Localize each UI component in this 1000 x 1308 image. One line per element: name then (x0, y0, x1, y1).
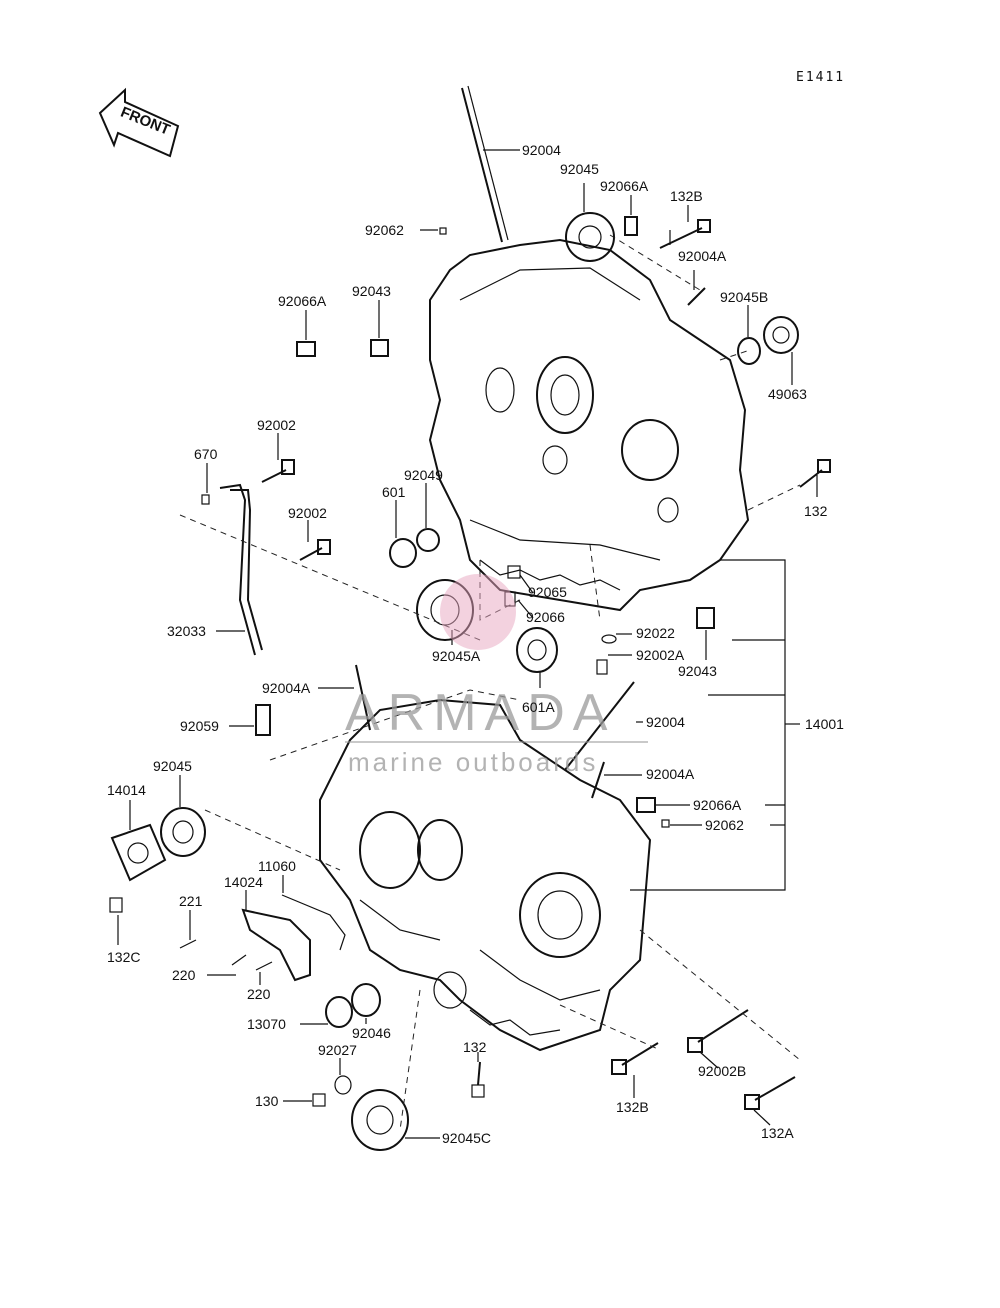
label-92066A-low: 92066A (693, 797, 742, 813)
label-92066: 92066 (526, 609, 565, 625)
diagram-code: E1411 (796, 70, 845, 85)
label-32033: 32033 (167, 623, 206, 639)
label-92045C: 92045C (442, 1130, 491, 1146)
label-92002A: 92002A (636, 647, 685, 663)
label-92002-a: 92002 (257, 417, 296, 433)
label-92027: 92027 (318, 1042, 357, 1058)
label-13070: 13070 (247, 1016, 286, 1032)
label-92062-top: 92062 (365, 222, 404, 238)
upper-crankcase (428, 238, 750, 612)
part-labels: 92004 92045 92066A 132B 92062 92004A 920… (107, 142, 844, 1146)
label-92062-low: 92062 (705, 817, 744, 833)
label-132B-top: 132B (670, 188, 703, 204)
label-92066A-left: 92066A (278, 293, 327, 309)
leader-lines (117, 149, 818, 1139)
label-92049: 92049 (404, 467, 443, 483)
front-label: FRONT (118, 104, 172, 139)
label-14014: 14014 (107, 782, 146, 798)
label-92059: 92059 (180, 718, 219, 734)
label-92065: 92065 (528, 584, 567, 600)
label-92046: 92046 (352, 1025, 391, 1041)
label-132B-low: 132B (616, 1099, 649, 1115)
label-132-right: 132 (804, 503, 828, 519)
label-14024: 14024 (224, 874, 263, 890)
watermark-tagline: marine outboards (348, 747, 598, 777)
label-92004A-top: 92004A (678, 248, 727, 264)
label-92045A: 92045A (432, 648, 481, 664)
label-670: 670 (194, 446, 218, 462)
label-132A: 132A (761, 1125, 794, 1141)
label-92045-top: 92045 (560, 161, 599, 177)
lower-crankcase (319, 698, 652, 1052)
label-92043-top: 92043 (352, 283, 391, 299)
watermark: ARMADA marine outboards (345, 574, 648, 777)
label-92043-mid: 92043 (678, 663, 717, 679)
label-601A: 601A (522, 699, 555, 715)
label-49063: 49063 (768, 386, 807, 402)
label-601: 601 (382, 484, 406, 500)
label-92045-left: 92045 (153, 758, 192, 774)
label-92004-mid: 92004 (646, 714, 685, 730)
front-arrow-icon: FRONT (98, 87, 180, 158)
label-92004A-mid: 92004A (262, 680, 311, 696)
watermark-brand: ARMADA (345, 684, 615, 742)
label-220-a: 220 (172, 967, 196, 983)
label-92004-top: 92004 (522, 142, 561, 158)
label-92066A-top: 92066A (600, 178, 649, 194)
label-132-low: 132 (463, 1039, 487, 1055)
label-132C: 132C (107, 949, 140, 965)
label-11060: 11060 (258, 858, 296, 874)
label-14001: 14001 (805, 716, 844, 732)
label-92004A-low: 92004A (646, 766, 695, 782)
label-92022: 92022 (636, 625, 675, 641)
label-92002-b: 92002 (288, 505, 327, 521)
label-92002B: 92002B (698, 1063, 746, 1079)
label-220-b: 220 (247, 986, 271, 1002)
label-130: 130 (255, 1093, 279, 1109)
label-221: 221 (179, 893, 203, 909)
label-92045B: 92045B (720, 289, 768, 305)
